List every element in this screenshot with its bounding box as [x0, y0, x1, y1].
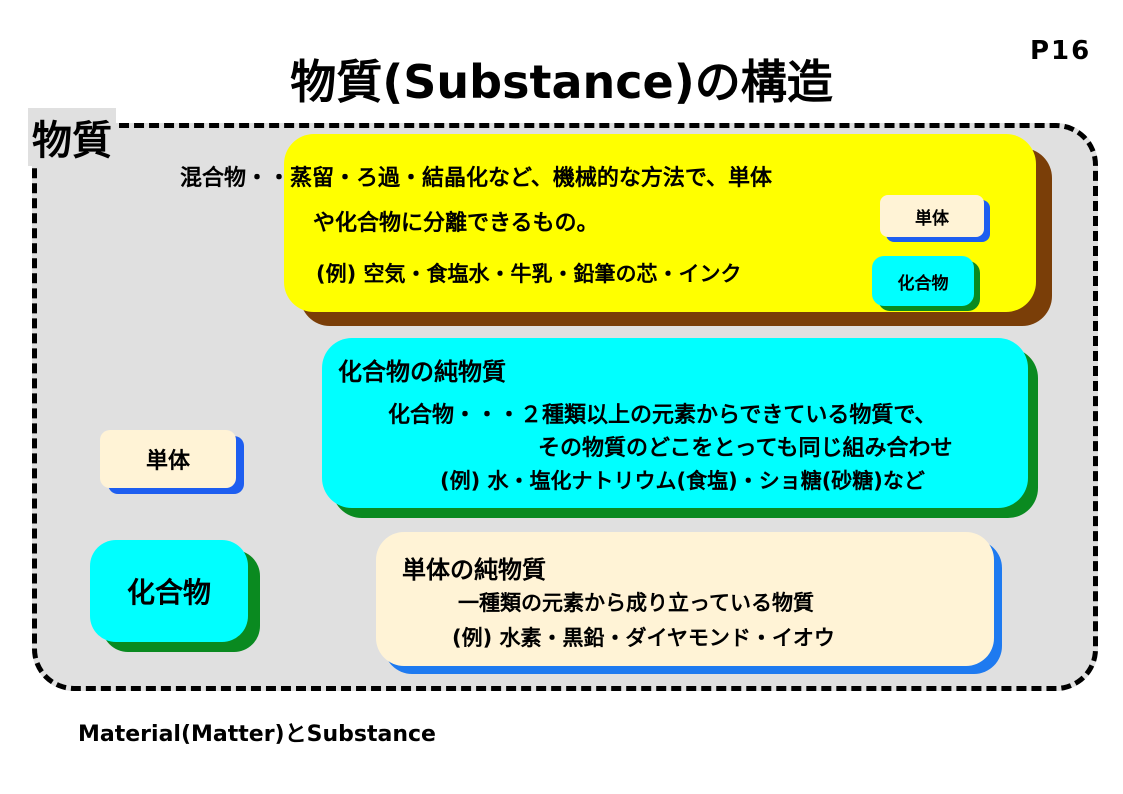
footer-caption: Material(Matter)とSubstance	[78, 722, 436, 747]
element-heading: 単体の純物質	[402, 556, 546, 584]
compound-example: (例) 水・塩化ナトリウム(食塩)・ショ糖(砂糖)など	[440, 469, 925, 493]
element-box	[376, 532, 994, 666]
compound-heading: 化合物の純物質	[338, 358, 506, 386]
page-title: 物質(Substance)の構造	[290, 55, 833, 109]
mixture-element-chip: 単体	[880, 195, 984, 237]
mixture-definition-line1: 混合物・・蒸留・ろ過・結晶化など、機械的な方法で、単体	[180, 166, 773, 191]
element-definition: 一種類の元素から成り立っている物質	[458, 591, 814, 615]
element-legend-chip: 単体	[100, 430, 236, 488]
page-number: P16	[1030, 36, 1092, 66]
compound-box	[322, 338, 1028, 508]
substance-region-label: 物質	[28, 108, 116, 166]
compound-definition-line2: その物質のどこをとっても同じ組み合わせ	[538, 436, 953, 461]
mixture-compound-chip: 化合物	[872, 256, 974, 306]
compound-definition-line1: 化合物・・・２種類以上の元素からできている物質で、	[388, 403, 937, 428]
compound-legend-chip: 化合物	[90, 540, 248, 642]
mixture-example: (例) 空気・食塩水・牛乳・鉛筆の芯・インク	[316, 262, 742, 286]
mixture-definition-line2: や化合物に分離できるもの。	[313, 211, 599, 236]
element-example: (例) 水素・黒鉛・ダイヤモンド・イオウ	[452, 626, 835, 650]
